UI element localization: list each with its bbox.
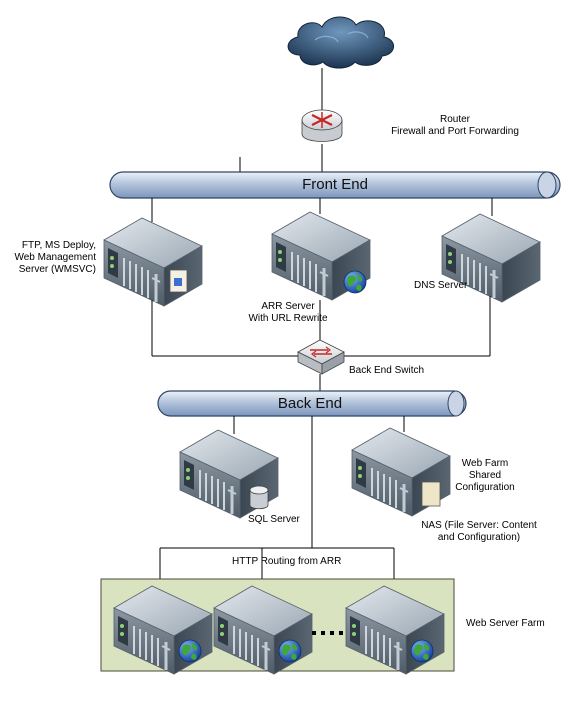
nas-label: NAS (File Server: Content and Configurat…	[404, 520, 554, 544]
switch-icon	[297, 339, 345, 375]
globe-icon	[343, 270, 367, 294]
arr-server-icon	[270, 210, 372, 302]
globe-icon	[178, 639, 202, 663]
sql-server-label: SQL Server	[248, 514, 300, 526]
routing-label-line: HTTP Routing from ARR	[232, 556, 342, 567]
front-end-label: Front End	[302, 176, 368, 193]
http-routing-label: HTTP Routing from ARR	[232, 556, 341, 568]
web-server-farm-label: Web Server Farm	[466, 618, 545, 630]
ftp-server-icon	[102, 216, 204, 308]
ftp-label-line: Server (WMSVC)	[18, 264, 96, 275]
router-label-line: Router	[439, 114, 470, 125]
router-icon	[301, 109, 343, 142]
dns-server-label: DNS Server	[414, 280, 467, 292]
ellipsis-icon	[312, 631, 343, 635]
arr-label-line: With URL Rewrite	[248, 313, 328, 324]
sql-label-line: SQL Server	[248, 514, 300, 525]
ftp-label-line: Web Management	[14, 252, 96, 263]
farm-label-line: Web Server Farm	[466, 618, 545, 629]
web-farm-config-label: Web Farm Shared Configuration	[446, 458, 524, 494]
document-icon	[421, 481, 441, 507]
database-icon	[249, 485, 269, 510]
config-label-line: Web Farm	[461, 458, 509, 469]
nas-label-line: NAS (File Server: Content	[421, 520, 537, 531]
document-icon	[169, 269, 188, 293]
front-end-bus	[109, 171, 561, 199]
config-label-line: Shared	[468, 470, 502, 481]
nas-label-line: and Configuration)	[437, 532, 521, 543]
nas-server-icon	[350, 426, 452, 518]
arr-server-label: ARR Server With URL Rewrite	[240, 301, 336, 325]
config-label-line: Configuration	[455, 482, 515, 493]
router-label: Router Firewall and Port Forwarding	[390, 114, 520, 138]
arr-label-line: ARR Server	[261, 301, 315, 312]
back-end-label: Back End	[277, 395, 343, 412]
internet-cloud-icon	[287, 16, 394, 69]
globe-icon	[278, 639, 302, 663]
back-end-switch-label: Back End Switch	[349, 365, 424, 377]
switch-label-line: Back End Switch	[349, 365, 425, 376]
ftp-label-line: FTP, MS Deploy,	[21, 240, 96, 251]
globe-icon	[410, 639, 434, 663]
dns-label-line: DNS Server	[414, 280, 468, 291]
sql-server-icon	[178, 428, 280, 520]
router-label-line: Firewall and Port Forwarding	[391, 126, 519, 137]
ftp-server-label: FTP, MS Deploy, Web Management Server (W…	[0, 240, 96, 276]
